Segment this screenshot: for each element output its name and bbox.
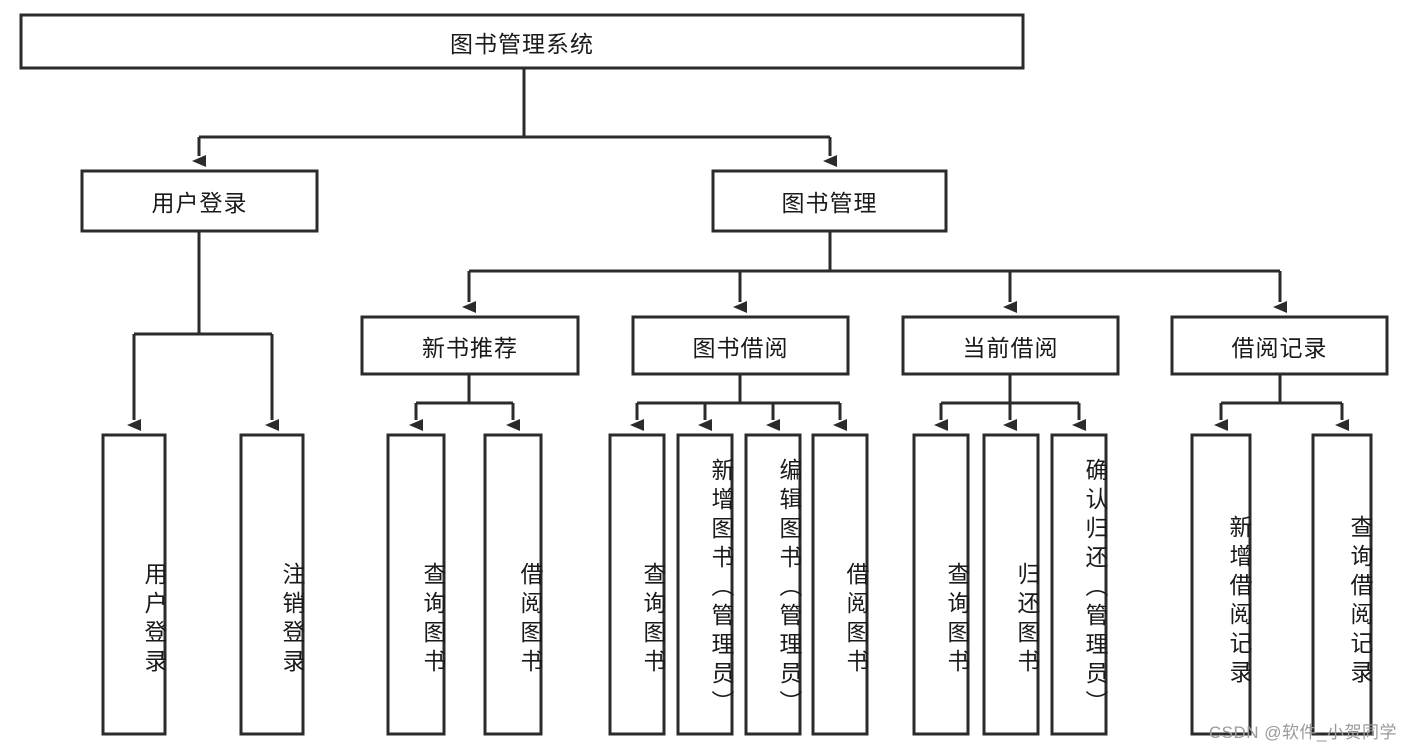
- connector-new-book-recommend-to-leaves: [409, 374, 520, 431]
- node-box-new-book-recommend[interactable]: [360, 315, 580, 376]
- node-box-book-borrow[interactable]: [631, 315, 850, 376]
- connector-book-management-to-level3: [462, 231, 1287, 313]
- csdn-watermark: CSDN @软件_小贺同学: [1208, 723, 1397, 742]
- node-box-current-borrow[interactable]: [901, 315, 1120, 376]
- connector-borrow-record-to-leaves: [1214, 374, 1349, 431]
- node-box-leaf-logout[interactable]: [239, 433, 305, 736]
- node-box-leaf-add-record[interactable]: [1190, 433, 1252, 736]
- node-box-user-login[interactable]: [80, 169, 319, 233]
- connector-user-login-to-leaves: [127, 231, 279, 431]
- node-box-leaf-query-book-recommend[interactable]: [386, 433, 446, 736]
- node-box-leaf-borrow-book-recommend[interactable]: [483, 433, 543, 736]
- connector-root-to-level2: [192, 68, 837, 167]
- node-box-leaf-query-book-current[interactable]: [912, 433, 970, 736]
- node-box-leaf-query-record[interactable]: [1311, 433, 1373, 736]
- connector-book-borrow-to-leaves: [630, 374, 847, 431]
- node-box-book-management[interactable]: [711, 169, 948, 233]
- node-box-leaf-user-login[interactable]: [101, 433, 167, 736]
- node-box-leaf-confirm-return[interactable]: [1050, 433, 1108, 736]
- node-box-leaf-return-book[interactable]: [982, 433, 1040, 736]
- node-box-leaf-borrow-book[interactable]: [811, 433, 869, 736]
- node-box-leaf-query-book-borrow[interactable]: [608, 433, 666, 736]
- node-box-leaf-add-book[interactable]: [676, 433, 734, 736]
- node-box-leaf-edit-book[interactable]: [744, 433, 802, 736]
- node-box-borrow-record[interactable]: [1170, 315, 1389, 376]
- connector-current-borrow-to-leaves: [934, 374, 1086, 431]
- node-box-root[interactable]: [19, 13, 1025, 70]
